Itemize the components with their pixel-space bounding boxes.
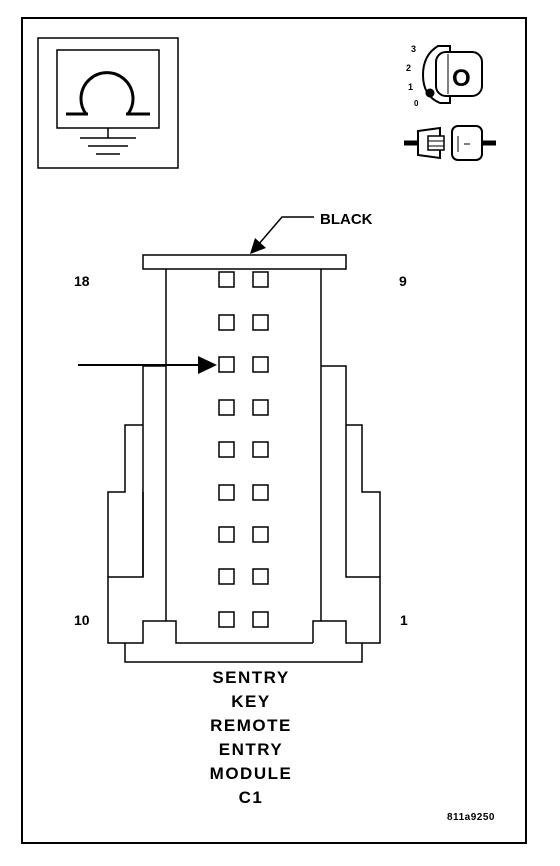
pin-number-bottom-right: 1 <box>400 612 408 628</box>
title-line: C1 <box>239 788 264 807</box>
ground-symbol-icon <box>37 37 179 169</box>
pin-cavity <box>218 441 235 458</box>
title-line: MODULE <box>210 764 293 783</box>
ignition-pos-0: 0 <box>414 99 419 108</box>
connector-mating-icon <box>404 125 496 161</box>
pin-cavity <box>218 568 235 585</box>
pin-cavity <box>252 271 269 288</box>
pin-number-top-right: 9 <box>399 273 407 289</box>
ignition-pos-1: 1 <box>408 82 413 92</box>
color-callout-arrowhead <box>250 238 266 254</box>
figure-id: 811a9250 <box>447 812 495 823</box>
key-letter: O <box>452 65 471 92</box>
color-callout-line <box>257 216 314 246</box>
page-border <box>21 17 527 844</box>
pin-cavity <box>252 484 269 501</box>
pin-cavity <box>218 399 235 416</box>
pin-cavity <box>218 611 235 628</box>
ignition-pos-3: 3 <box>411 44 416 54</box>
pin-cavity <box>218 314 235 331</box>
pin-cavity <box>218 526 235 543</box>
pin-cavity <box>218 484 235 501</box>
title-line: SENTRY <box>212 668 289 687</box>
pin-cavity <box>218 271 235 288</box>
pin-cavity <box>252 356 269 373</box>
pin-cavity <box>252 399 269 416</box>
pin-cavity <box>252 441 269 458</box>
title-line: REMOTE <box>210 716 292 735</box>
pin-cavity <box>252 526 269 543</box>
pin-cavity <box>252 611 269 628</box>
pin-cavity <box>218 356 235 373</box>
connector-body <box>107 254 381 663</box>
pin-cavity <box>252 314 269 331</box>
connector-title: SENTRY KEY REMOTE ENTRY MODULE C1 <box>210 668 293 807</box>
connector-color-label: BLACK <box>320 211 373 228</box>
pin-cavities <box>218 271 269 628</box>
ignition-pos-2: 2 <box>406 63 411 73</box>
title-line: ENTRY <box>219 740 284 759</box>
title-line: KEY <box>231 692 270 711</box>
pin-number-top-left: 18 <box>74 273 90 289</box>
pin-pointer-arrowhead <box>198 356 217 374</box>
ignition-key-icon: 3 2 1 0 O <box>406 44 483 108</box>
pin-number-bottom-left: 10 <box>74 612 90 628</box>
pin-cavity <box>252 568 269 585</box>
